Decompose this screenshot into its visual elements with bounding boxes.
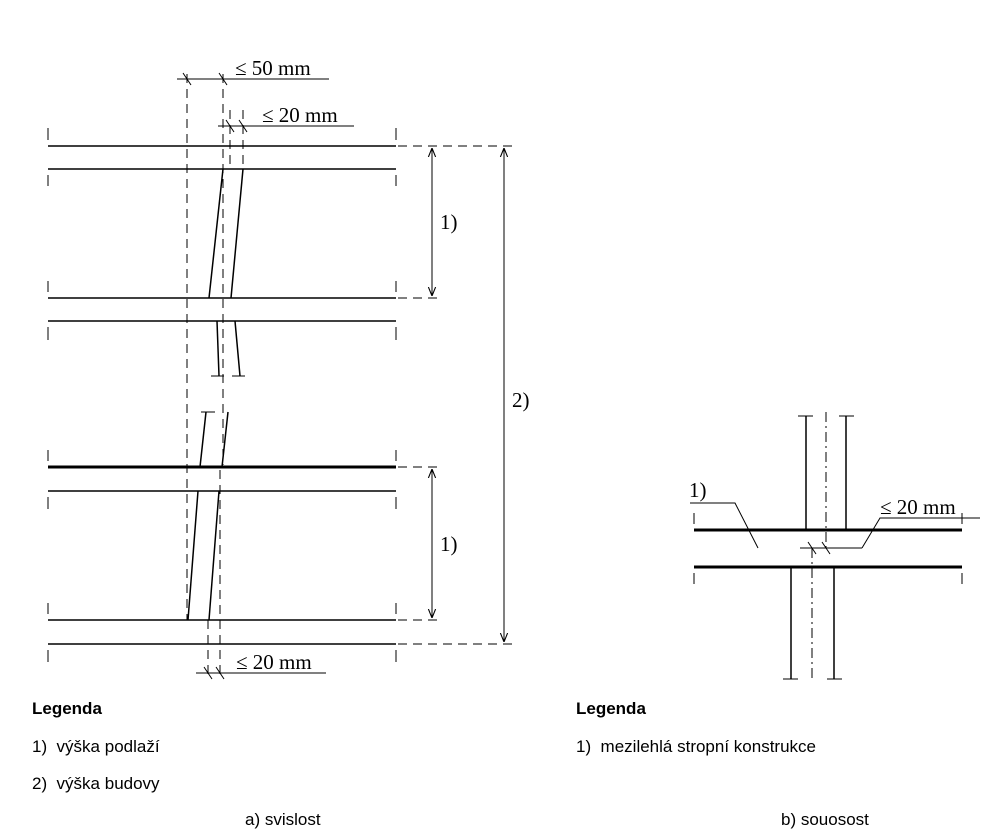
dim-label-50mm: ≤ 50 mm <box>235 56 311 80</box>
legend-a-item-1: 1) výška podlaží <box>32 737 160 756</box>
legend-a: Legenda 1) výška podlaží 2) výška budovy <box>32 699 160 793</box>
upper-wall <box>798 412 854 548</box>
storey-label-upper: 1) <box>440 210 458 234</box>
legend-b-item-1: 1) mezilehlá stropní konstrukce <box>576 737 816 756</box>
legend-a-title: Legenda <box>32 699 102 718</box>
vertical-references <box>186 74 244 678</box>
slab-end-ticks <box>47 128 397 662</box>
dimension-top-20: ≤ 20 mm <box>218 103 354 133</box>
caption-b: b) souosost <box>781 810 869 829</box>
figure-b-coaxiality: 1) ≤ 20 mm Legenda 1) mezilehlá stropní … <box>576 412 980 829</box>
dim-label-offset: ≤ 20 mm <box>880 495 956 519</box>
wall-lower <box>187 411 229 621</box>
lower-wall <box>783 548 842 682</box>
floor-slabs <box>48 145 396 645</box>
dimension-top-50: ≤ 50 mm <box>177 56 329 86</box>
storey-label-lower: 1) <box>440 532 458 556</box>
dim-label-20mm-top: ≤ 20 mm <box>262 103 338 127</box>
slab-label-text: 1) <box>689 478 707 502</box>
storey-height-upper: 1) <box>398 145 458 299</box>
building-label: 2) <box>512 388 530 412</box>
dim-label-20mm-bottom: ≤ 20 mm <box>236 650 312 674</box>
storey-height-lower: 1) <box>398 466 458 621</box>
caption-a: a) svislost <box>245 810 321 829</box>
legend-a-item-2: 2) výška budovy <box>32 774 160 793</box>
figure-a-verticality: ≤ 50 mm ≤ 20 mm ≤ 20 mm 1) 1 <box>32 56 530 829</box>
legend-b-title: Legenda <box>576 699 646 718</box>
dimension-offset-20: ≤ 20 mm <box>800 495 980 555</box>
wall-upper <box>208 168 245 377</box>
building-height: 2) <box>398 145 530 645</box>
slab-label: 1) <box>689 478 759 549</box>
dimension-bottom-20: ≤ 20 mm <box>196 650 326 680</box>
legend-b: Legenda 1) mezilehlá stropní konstrukce <box>576 699 816 756</box>
